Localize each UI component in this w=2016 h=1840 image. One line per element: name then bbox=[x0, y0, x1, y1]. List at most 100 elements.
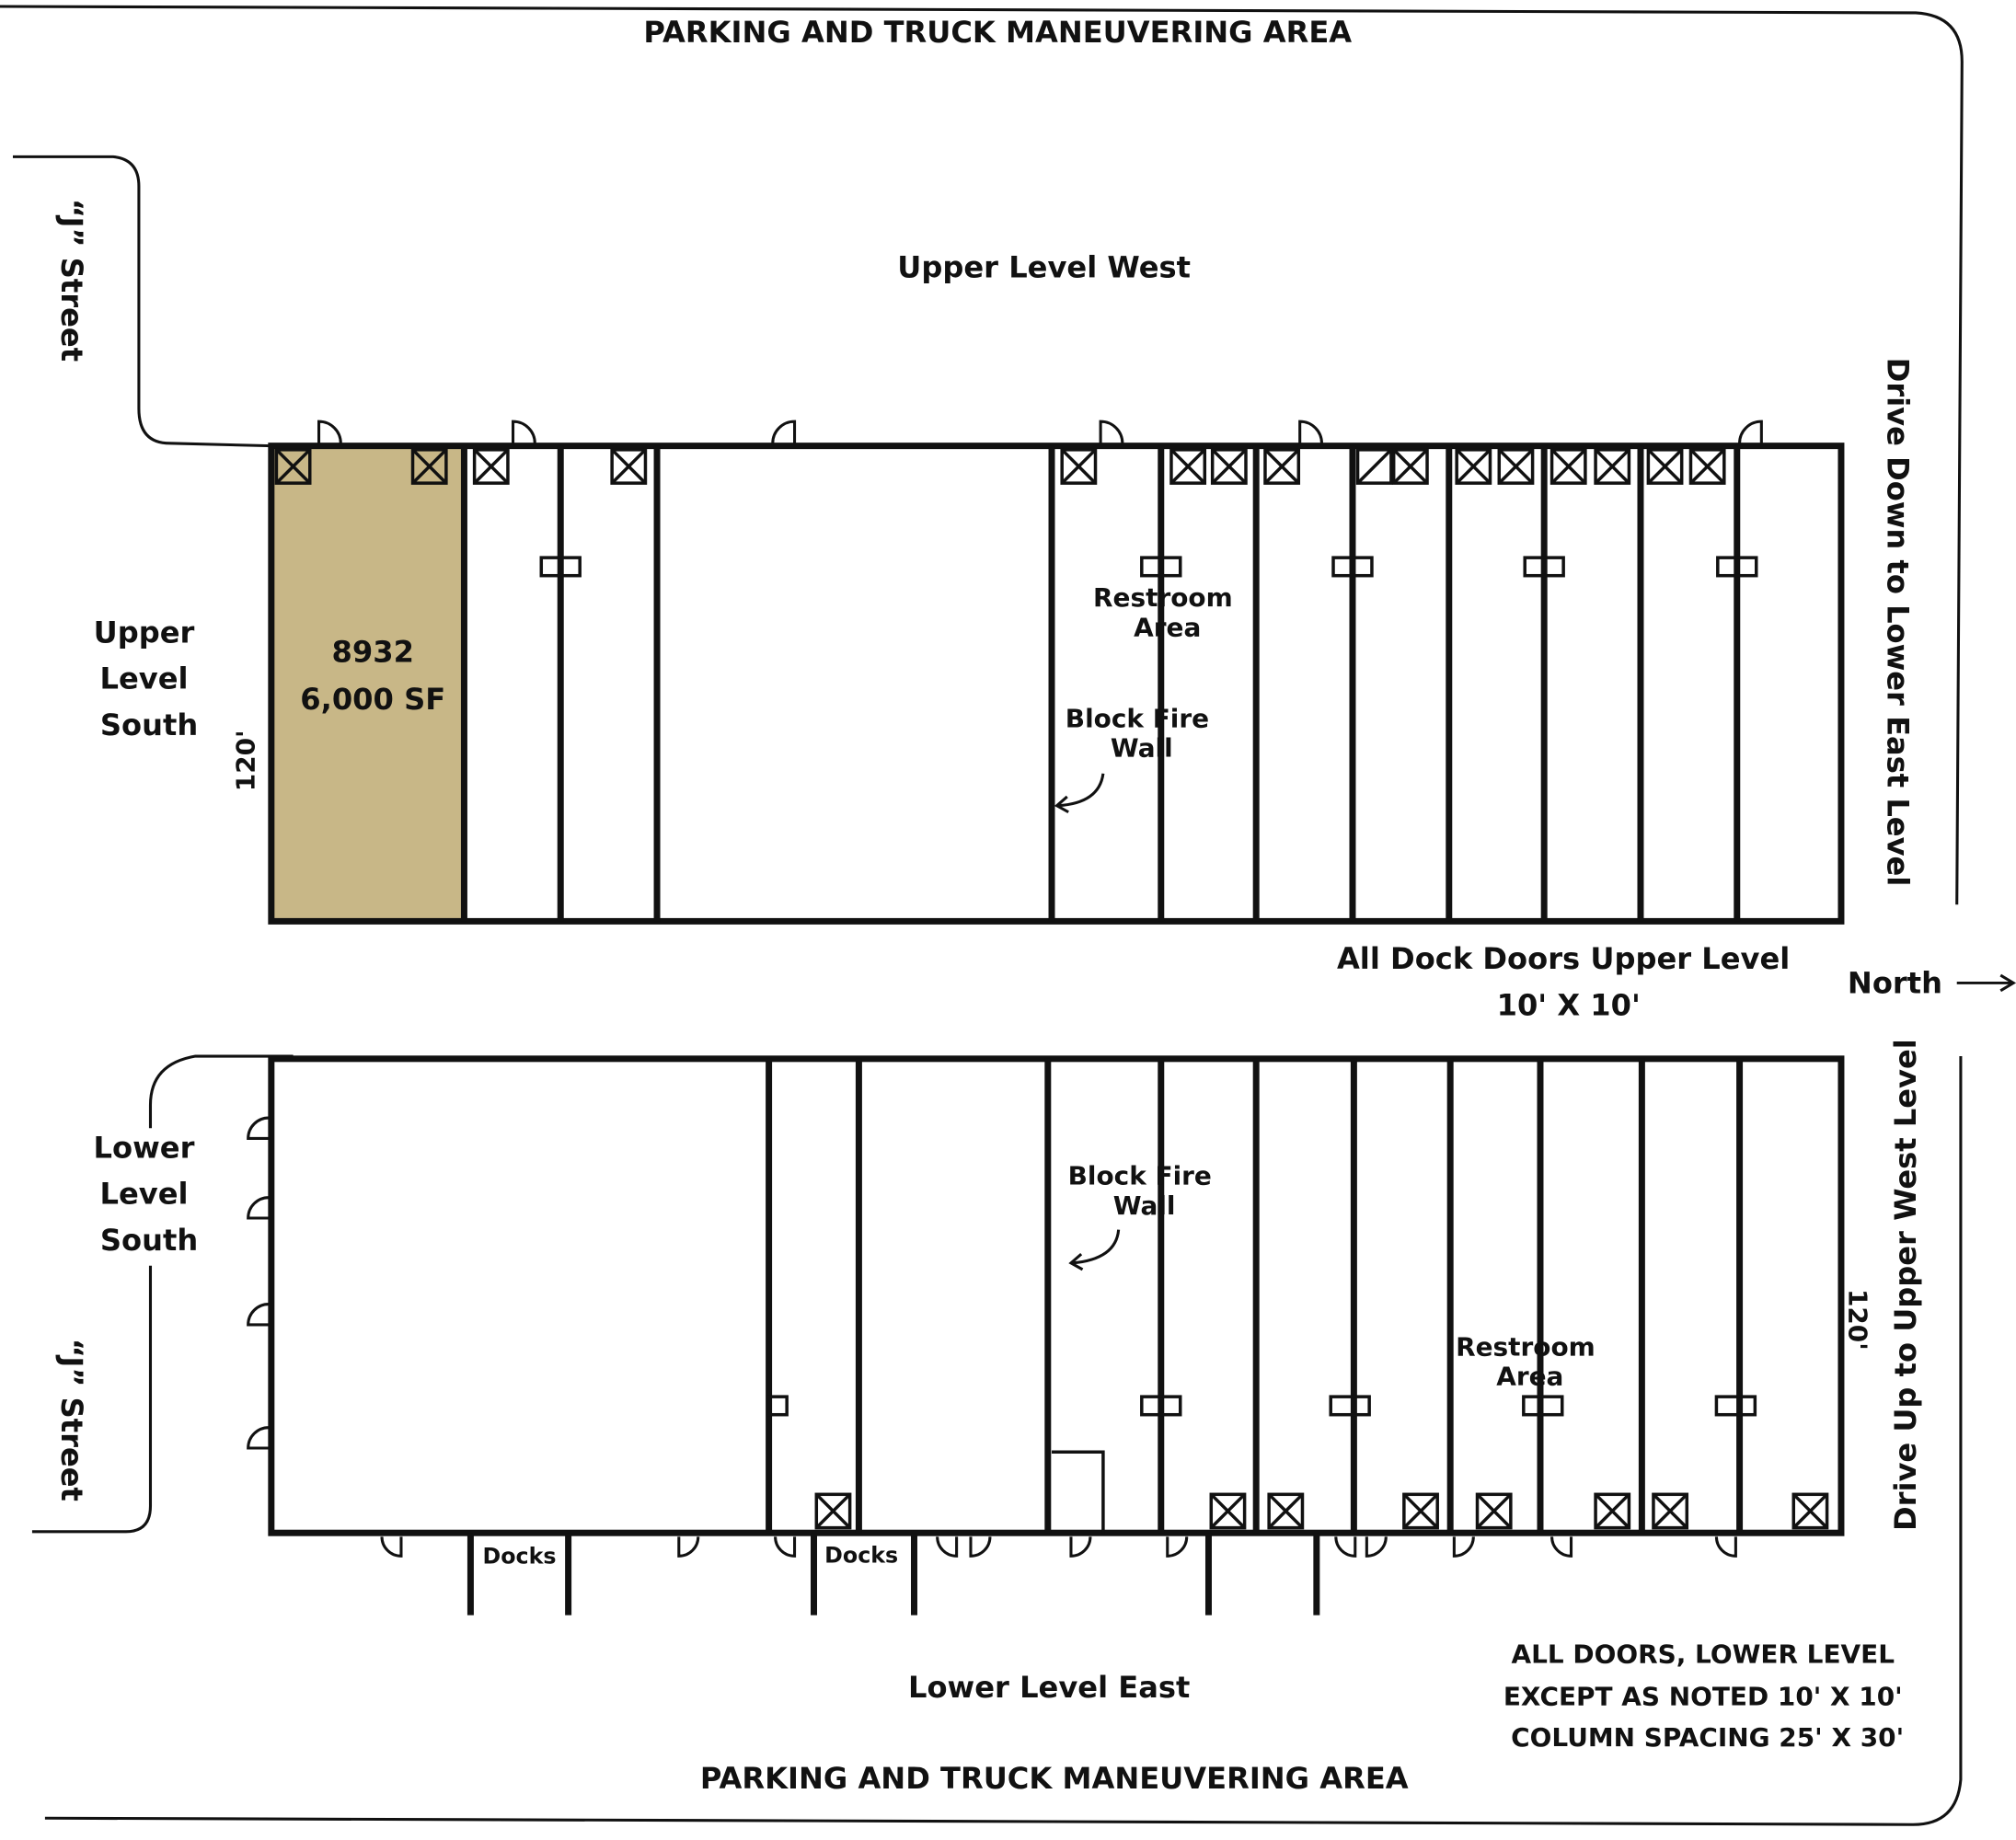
column-pier-icon bbox=[1140, 556, 1182, 578]
j-street-upper-label: “J” Street bbox=[54, 199, 89, 362]
dock-door-icon bbox=[1455, 448, 1492, 485]
restroom-upper-label: Restroom Area bbox=[1093, 582, 1241, 642]
dock-door-cross bbox=[1594, 1493, 1630, 1529]
man-door-icon bbox=[247, 1196, 270, 1220]
dock-door-icon bbox=[1391, 448, 1429, 485]
dock-door-cross bbox=[1594, 448, 1630, 485]
dock-door-icon bbox=[1652, 1492, 1689, 1530]
dock-door-cross bbox=[1267, 1493, 1304, 1529]
man-door-icon bbox=[511, 420, 536, 443]
lower-building bbox=[247, 1055, 1845, 1616]
dock-door-icon bbox=[1169, 448, 1207, 485]
column-pier-icon bbox=[1329, 1395, 1371, 1417]
man-door-icon bbox=[247, 1116, 270, 1140]
dock-door-cross bbox=[815, 1493, 851, 1529]
dimension-upper: 120' bbox=[231, 730, 261, 791]
column-pier-icon bbox=[1716, 556, 1758, 578]
dock-door-icon bbox=[1688, 448, 1726, 485]
man-door-icon bbox=[247, 1426, 270, 1450]
dock-door-icon bbox=[1791, 1492, 1829, 1530]
dock-door-cross bbox=[275, 448, 311, 485]
dock-door-icon bbox=[1594, 448, 1631, 485]
man-door-icon bbox=[774, 1536, 797, 1558]
column-pier-icon bbox=[539, 556, 582, 578]
dock-door-cross bbox=[1476, 1493, 1513, 1529]
site-boundary-top bbox=[0, 5, 1964, 905]
column-pier-icon bbox=[1522, 1395, 1564, 1417]
man-door-icon bbox=[677, 1536, 700, 1558]
lower-level-east-label: Lower Level East bbox=[908, 1670, 1190, 1705]
man-door-icon bbox=[1452, 1536, 1475, 1558]
dock-door-cross bbox=[1498, 448, 1534, 485]
drive-up-label: Drive Up to Upper West Level bbox=[1888, 1039, 1923, 1531]
top-area-label: PARKING AND TRUCK MANEUVERING AREA bbox=[643, 15, 1352, 50]
north-arrow-icon bbox=[1956, 973, 2016, 993]
j-street-edge-lower bbox=[31, 1054, 294, 1534]
docks-label-2: Docks bbox=[824, 1542, 898, 1568]
dock-door-cross bbox=[1060, 448, 1097, 485]
j-street-lower-label: “J” Street bbox=[54, 1339, 89, 1501]
unit-number: 8932 bbox=[332, 634, 414, 669]
man-door-icon bbox=[1334, 1536, 1357, 1558]
upper-level-south-label: Upper Level South bbox=[94, 615, 205, 742]
dock-door-icon bbox=[1210, 448, 1248, 485]
man-door-icon bbox=[1166, 1536, 1189, 1558]
dock-door-cross bbox=[1211, 448, 1248, 485]
man-door-icon bbox=[936, 1536, 959, 1558]
restroom-lower-label: Restroom Area bbox=[1456, 1331, 1604, 1391]
dock-door-cross bbox=[1792, 1493, 1828, 1529]
dock-door-icon bbox=[1646, 448, 1684, 485]
dock-door-cross bbox=[1263, 448, 1300, 485]
man-door-icon bbox=[247, 1303, 270, 1327]
dock-door-cross bbox=[1169, 448, 1206, 485]
dock-doors-note: All Dock Doors Upper Level 10' X 10' bbox=[1337, 941, 1801, 1022]
upper-building bbox=[268, 420, 1845, 925]
north-label: North bbox=[1848, 966, 1942, 1001]
column-pier-icon bbox=[1140, 1395, 1182, 1417]
dock-door-icon bbox=[274, 448, 312, 485]
upper-building-outline bbox=[268, 443, 1845, 925]
column-pier-icon bbox=[1331, 556, 1374, 578]
dock-door-cross bbox=[1392, 448, 1429, 485]
firewall-lower-label: Block Fire Wall bbox=[1068, 1161, 1221, 1221]
dock-door-icon bbox=[1549, 448, 1587, 485]
dock-door-cross bbox=[1455, 448, 1492, 485]
dock-door-icon bbox=[1209, 1492, 1247, 1530]
dock-door-icon bbox=[472, 448, 510, 485]
dock-door-icon bbox=[814, 1492, 852, 1530]
lower-level-notes: ALL DOORS, LOWER LEVEL EXCEPT AS NOTED 1… bbox=[1503, 1639, 1912, 1753]
dock-door-icon bbox=[1267, 1492, 1305, 1530]
dock-door-icon bbox=[1402, 1492, 1439, 1530]
man-door-icon bbox=[1714, 1536, 1737, 1558]
man-door-icon bbox=[1738, 420, 1763, 443]
column-pier-icon bbox=[766, 1395, 789, 1417]
j-street-edge-upper bbox=[12, 155, 271, 448]
dock-door-icon bbox=[1060, 448, 1098, 485]
man-door-icon bbox=[1550, 1536, 1573, 1558]
dock-door-icon bbox=[610, 448, 648, 485]
drive-down-label: Drive Down to Lower East Level bbox=[1880, 358, 1915, 887]
upper-level-west-label: Upper Level West bbox=[897, 250, 1191, 285]
dock-door-cross bbox=[473, 448, 510, 485]
dock-door-cross bbox=[1647, 448, 1683, 485]
firewall-upper-arrow-icon bbox=[1054, 773, 1105, 814]
dock-door-cross bbox=[411, 448, 448, 485]
firewall-lower-arrow-icon bbox=[1068, 1229, 1121, 1271]
dock-door-cross bbox=[1402, 1493, 1439, 1529]
bottom-area-label: PARKING AND TRUCK MANEUVERING AREA bbox=[700, 1761, 1409, 1796]
column-pier-icon bbox=[1714, 1395, 1757, 1417]
lower-level-south-label: Lower Level South bbox=[94, 1130, 205, 1258]
dimension-lower: 120' bbox=[1842, 1289, 1872, 1351]
man-door-icon bbox=[1069, 1536, 1092, 1558]
small-office-wall bbox=[1052, 1450, 1105, 1534]
man-door-icon bbox=[1099, 420, 1124, 443]
docks-label-1: Docks bbox=[483, 1544, 557, 1570]
unit-8932-highlight[interactable] bbox=[271, 445, 465, 922]
dock-door-icon bbox=[1355, 448, 1393, 485]
dock-door-cross bbox=[1652, 1493, 1688, 1529]
unit-size: 6,000 SF bbox=[300, 682, 445, 717]
man-door-icon bbox=[1365, 1536, 1388, 1558]
dock-door-icon bbox=[1497, 448, 1535, 485]
dock-door-icon bbox=[410, 448, 448, 485]
